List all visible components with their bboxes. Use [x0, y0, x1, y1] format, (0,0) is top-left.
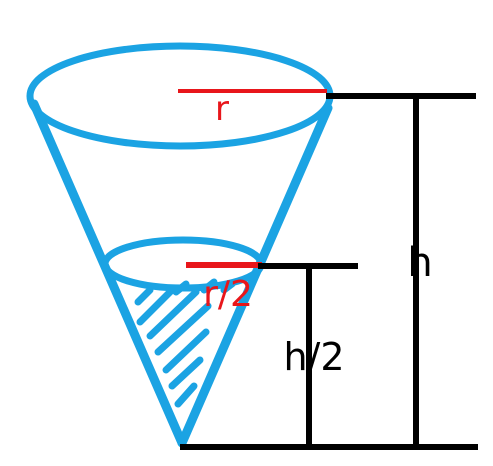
label-r-half: r/2 [203, 274, 253, 315]
liquid-hatching [134, 278, 236, 408]
cone-outline [26, 42, 334, 448]
label-h: h [407, 240, 432, 286]
top-rim-ellipse [26, 42, 334, 150]
dimension-lines [180, 93, 478, 450]
label-r: r [215, 89, 229, 129]
label-h-half: h/2 [283, 335, 344, 379]
